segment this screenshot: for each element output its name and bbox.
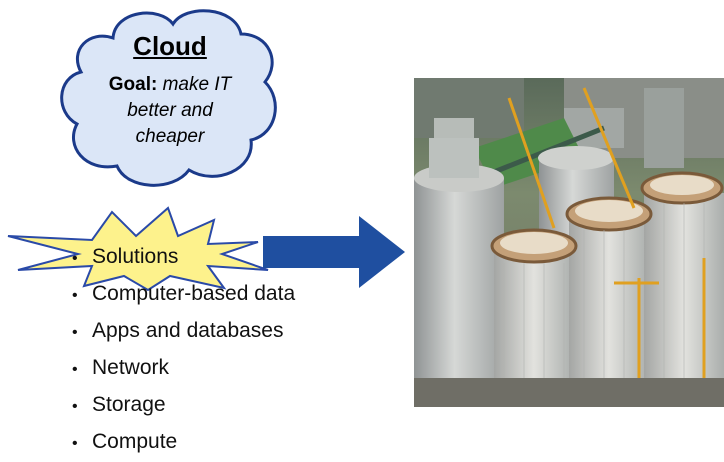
goal-text-1: make IT xyxy=(162,74,232,95)
right-arrow-icon xyxy=(263,216,405,288)
cloud-shape xyxy=(60,9,277,187)
cloud-callout: Cloud Goal: make IT better and cheaper xyxy=(55,0,285,192)
list-item-solutions: Solutions xyxy=(72,238,295,275)
cloud-title: Cloud xyxy=(133,31,207,61)
goal-label: Goal: xyxy=(108,74,158,95)
goal-text-3: cheaper xyxy=(135,126,205,147)
list-item-computer-based-data: Computer-based data xyxy=(72,275,295,312)
bullet-list: Solutions Computer-based data Apps and d… xyxy=(72,238,295,460)
list-item-storage: Storage xyxy=(72,386,295,423)
list-item-network: Network xyxy=(72,349,295,386)
silo-construction-photo xyxy=(414,78,724,407)
list-item-compute: Compute xyxy=(72,423,295,460)
goal-text-2: better and xyxy=(127,100,213,121)
goal-line: Goal: make IT xyxy=(55,74,285,96)
list-item-apps-and-databases: Apps and databases xyxy=(72,312,295,349)
